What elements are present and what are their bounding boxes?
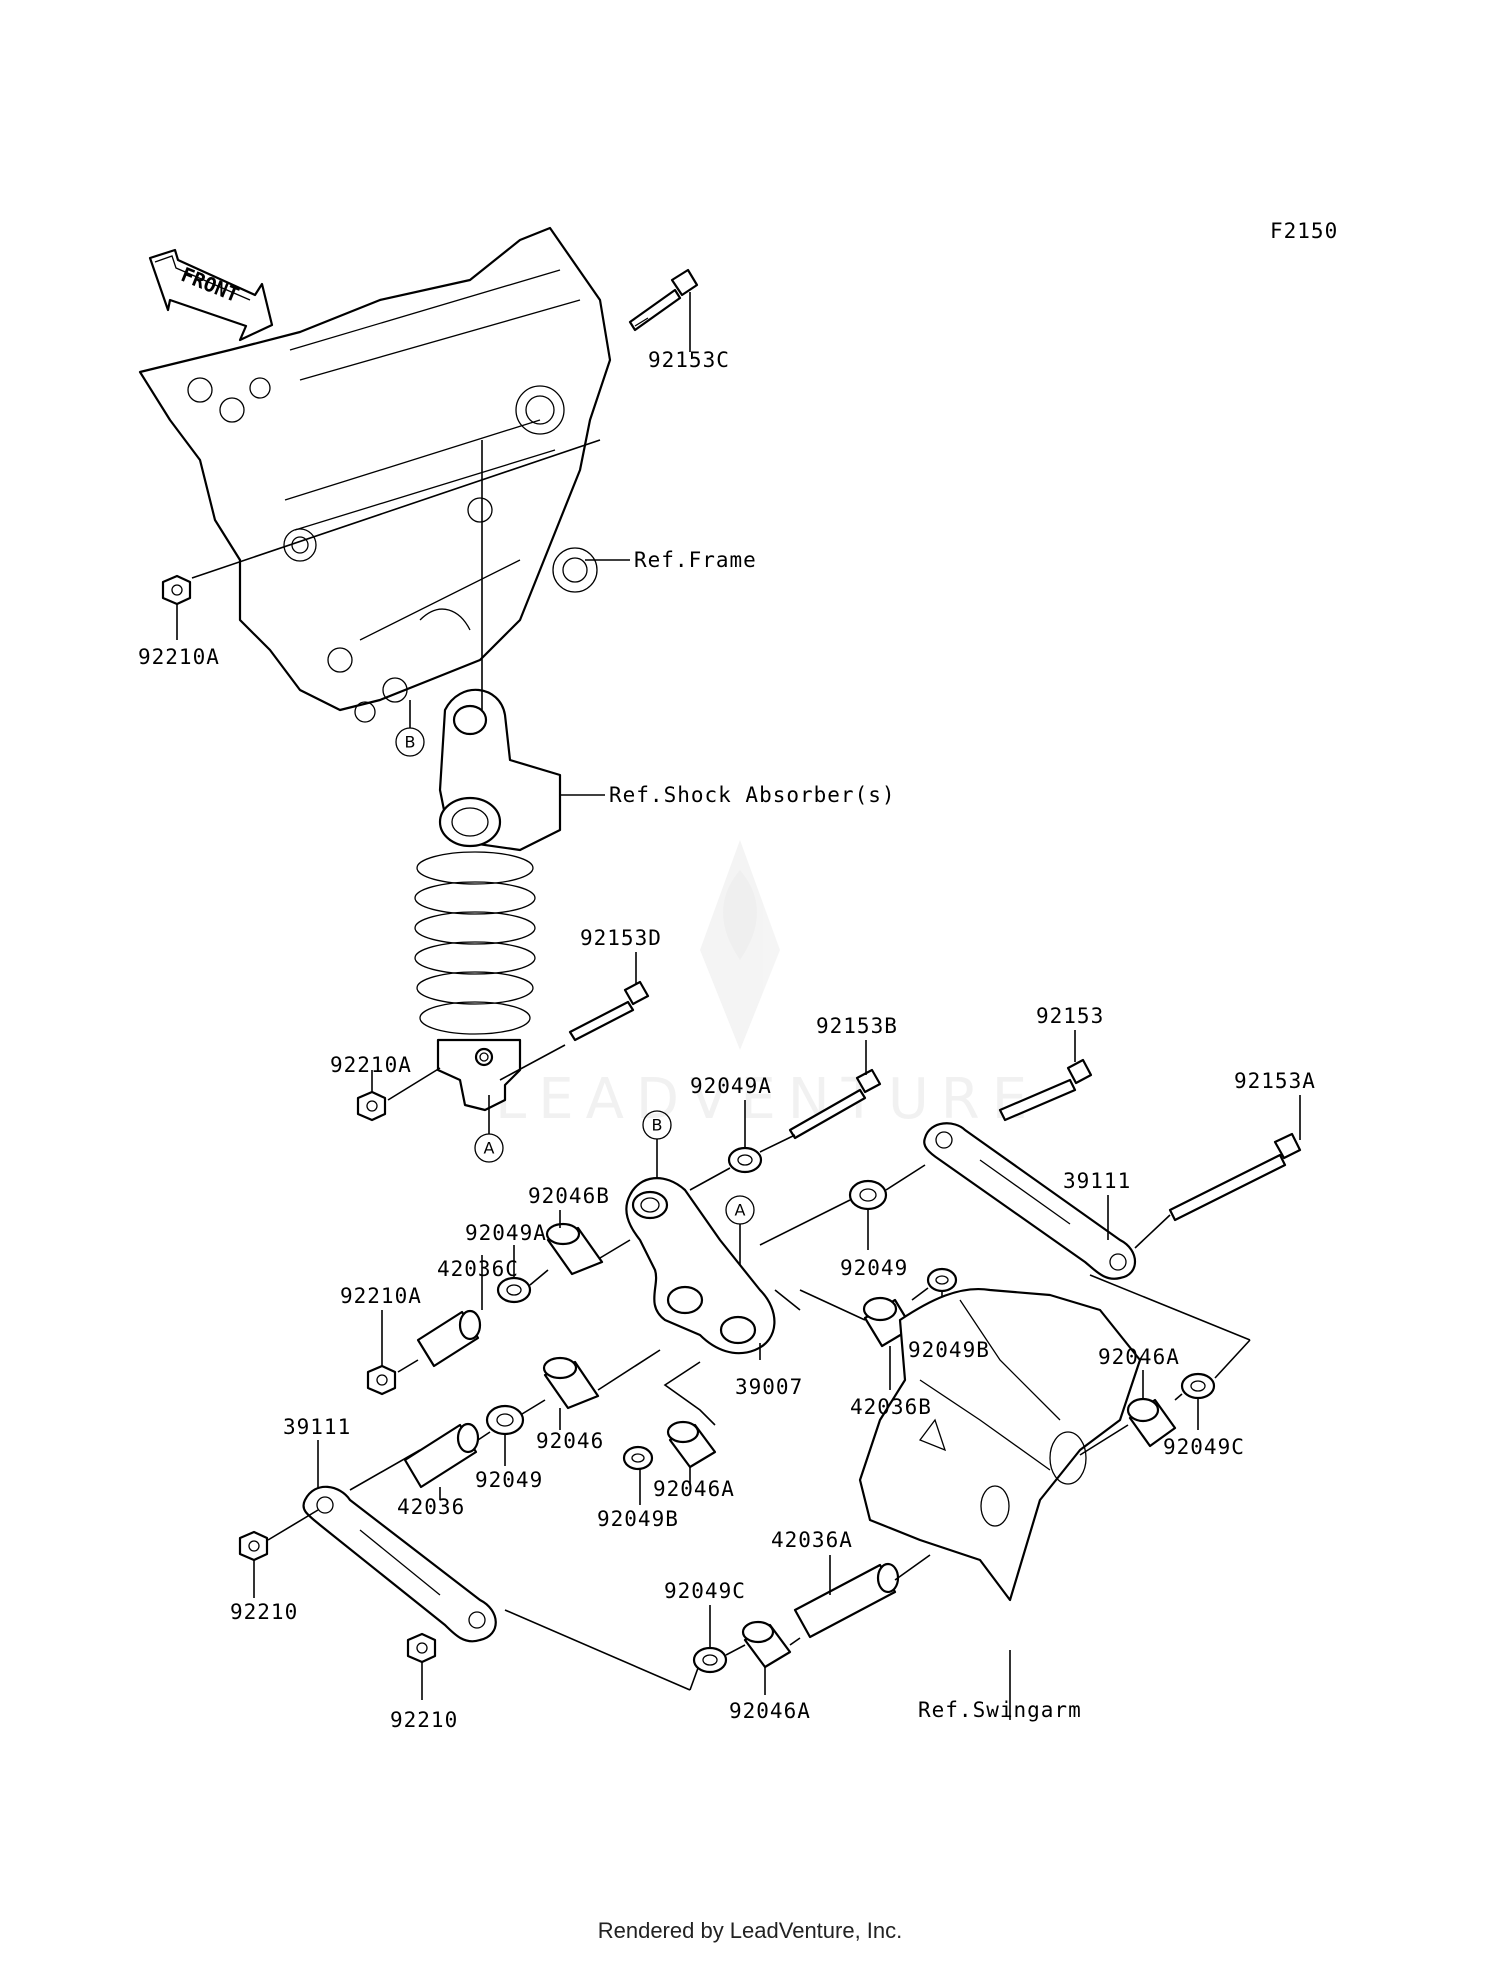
part-92210a-lower[interactable]: 92210A: [340, 1284, 422, 1308]
tie-rod-39111-left-drawing: [302, 1485, 497, 1643]
part-92153[interactable]: 92153: [1036, 1004, 1104, 1028]
bushing-92046a-right-icon: [1126, 1397, 1177, 1448]
part-92049a-upper[interactable]: 92049A: [690, 1074, 772, 1098]
bolt-92153-icon: [998, 1058, 1093, 1122]
washer-92049b-center-icon: [622, 1445, 654, 1471]
svg-text:A: A: [735, 1201, 746, 1220]
footer-credit: Rendered by LeadVenture, Inc.: [597, 1918, 903, 1943]
part-92049a-lower[interactable]: 92049A: [465, 1221, 547, 1245]
washer-92049a-lower-icon: [496, 1276, 532, 1304]
part-92210-left[interactable]: 92210: [230, 1600, 298, 1624]
svg-text:B: B: [652, 1116, 663, 1135]
figure-code: F2150: [1270, 219, 1338, 243]
part-92049-left[interactable]: 92049: [475, 1468, 543, 1492]
part-92153c[interactable]: 92153C: [648, 348, 730, 372]
part-92049b-center[interactable]: 92049B: [597, 1507, 679, 1531]
part-92210a-top[interactable]: 92210A: [138, 645, 220, 669]
nut-92210a-mid-icon: [356, 1090, 387, 1122]
part-39111-left[interactable]: 39111: [283, 1415, 351, 1439]
washer-92049-left-icon: [485, 1404, 525, 1436]
nut-92210-bottom-icon: [406, 1632, 437, 1664]
part-42036[interactable]: 42036: [397, 1495, 465, 1519]
bushing-92046a-bottom-icon: [741, 1620, 792, 1669]
callout-b-frame: B: [395, 727, 425, 757]
part-92153b[interactable]: 92153B: [816, 1014, 898, 1038]
watermark-text: LEADVENTURE: [495, 1067, 1039, 1132]
watermark: LEADVENTURE: [495, 840, 1039, 1132]
ref-swingarm-label: Ref.Swingarm: [918, 1698, 1082, 1722]
bushing-92046b-icon: [545, 1222, 604, 1276]
part-92046a-bottom[interactable]: 92046A: [729, 1699, 811, 1723]
bushing-92046-icon: [542, 1356, 600, 1410]
ref-frame-label: Ref.Frame: [634, 548, 757, 572]
bushing-92046a-center-icon: [666, 1420, 717, 1469]
nut-92210-left-icon: [238, 1530, 269, 1562]
shock-absorber-drawing: [414, 688, 562, 1112]
bolt-92153a-icon: [1168, 1132, 1302, 1222]
washer-92049c-right-icon: [1180, 1372, 1216, 1400]
tie-rod-39111-right-drawing: [923, 1122, 1136, 1280]
part-39111-right[interactable]: 39111: [1063, 1169, 1131, 1193]
rocker-link-39007-drawing: [625, 1176, 776, 1355]
nut-92210a-lower-icon: [366, 1364, 397, 1396]
part-92046a-center[interactable]: 92046A: [653, 1477, 735, 1501]
collar-42036c-icon: [416, 1309, 482, 1368]
part-92049-right[interactable]: 92049: [840, 1256, 908, 1280]
washer-92049c-bottom-icon: [692, 1646, 728, 1674]
washer-92049a-upper-icon: [727, 1146, 763, 1174]
part-42036a[interactable]: 42036A: [771, 1528, 853, 1552]
part-92153d[interactable]: 92153D: [580, 926, 662, 950]
svg-text:A: A: [484, 1139, 495, 1158]
part-92210-bottom[interactable]: 92210: [390, 1708, 458, 1732]
part-92049c-right[interactable]: 92049C: [1163, 1435, 1245, 1459]
part-92049b-right[interactable]: 92049B: [908, 1338, 990, 1362]
svg-text:B: B: [405, 733, 416, 752]
part-92046a-right[interactable]: 92046A: [1098, 1345, 1180, 1369]
callout-a-shock: A: [474, 1133, 504, 1163]
swingarm-drawing: [858, 1288, 1142, 1602]
collar-42036a-icon: [793, 1562, 900, 1639]
part-92049c-bottom[interactable]: 92049C: [664, 1579, 746, 1603]
part-92046b[interactable]: 92046B: [528, 1184, 610, 1208]
ref-shock-absorber-label: Ref.Shock Absorber(s): [609, 783, 896, 807]
frame-drawing: [138, 226, 612, 723]
part-42036c[interactable]: 42036C: [437, 1257, 519, 1281]
bolt-92153c-icon: [628, 268, 699, 332]
part-92210a-mid[interactable]: 92210A: [330, 1053, 412, 1077]
front-arrow-icon: FRONT: [148, 248, 274, 342]
nut-92210a-top-icon: [161, 574, 192, 606]
part-92153a[interactable]: 92153A: [1234, 1069, 1316, 1093]
part-42036b[interactable]: 42036B: [850, 1395, 932, 1419]
part-39007[interactable]: 39007: [735, 1375, 803, 1399]
part-92046[interactable]: 92046: [536, 1429, 604, 1453]
bolt-92153d-icon: [568, 980, 650, 1042]
collar-42036-icon: [403, 1422, 480, 1489]
washer-92049b-right-icon: [926, 1267, 958, 1293]
washer-92049-right-icon: [848, 1179, 888, 1211]
callout-a-link: A: [725, 1195, 755, 1225]
